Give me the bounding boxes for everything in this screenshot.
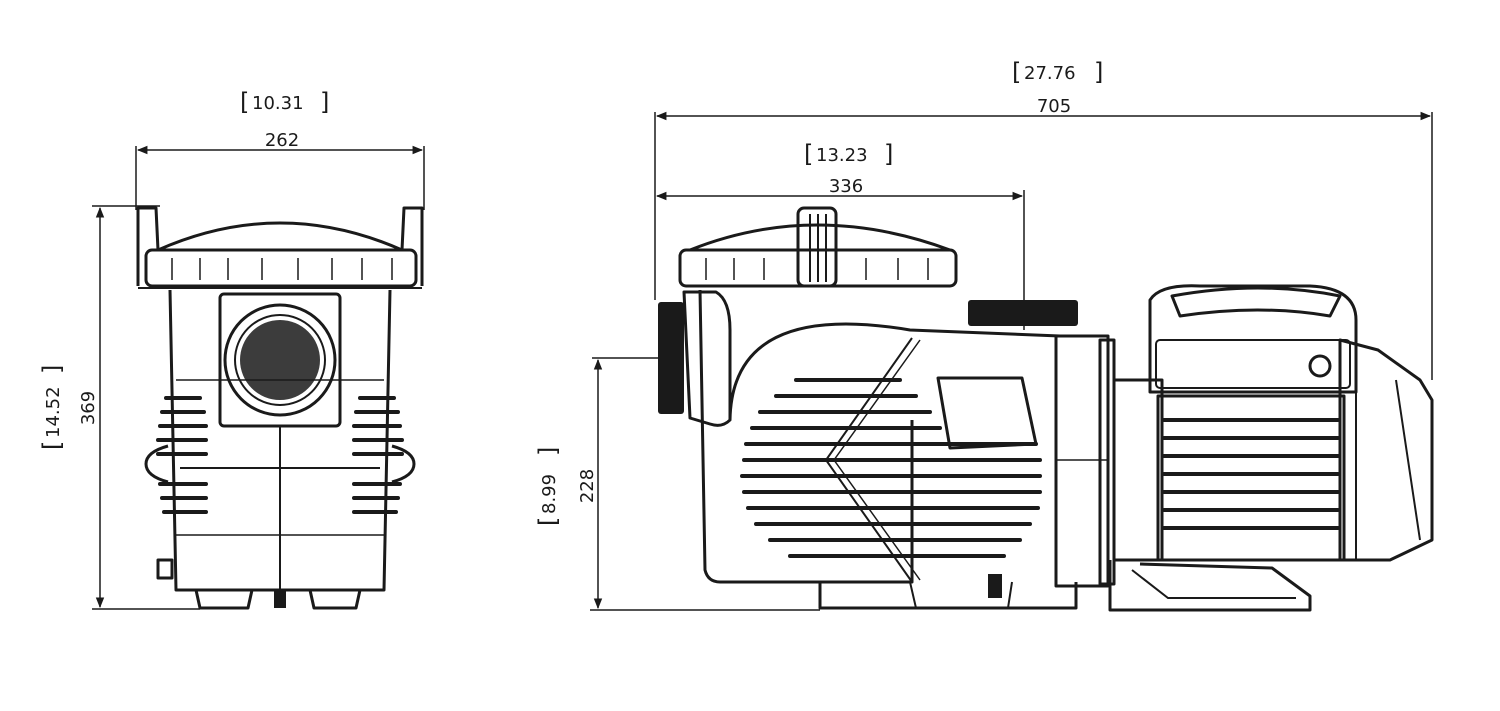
side-basket-length-in: 13.23	[816, 145, 868, 166]
side-overall-length-mm: 705	[1037, 96, 1071, 117]
side-overall-bracket-left: [	[1012, 58, 1021, 86]
front-view: 262 [ 10.31 ] 369 [ 14.52 ]	[38, 88, 425, 610]
front-height-bracket-left: [	[38, 441, 66, 450]
side-overall-bracket-right: ]	[1094, 58, 1103, 86]
side-inlet-height-mm: 228	[577, 469, 598, 503]
front-width-bracket-left: [	[240, 88, 249, 116]
side-inlet-height-dimension: 228 [ 8.99 ]	[534, 357, 820, 611]
front-height-dimension: 369 [ 14.52 ]	[38, 205, 200, 610]
front-width-dimension: 262 [ 10.31 ]	[135, 88, 425, 210]
front-height-in: 14.52	[43, 386, 64, 438]
side-overall-length-dimension: 705 [ 27.76 ]	[654, 58, 1433, 380]
front-width-mm: 262	[265, 130, 299, 151]
side-overall-length-in: 27.76	[1024, 63, 1076, 84]
front-height-bracket-right: ]	[38, 365, 66, 374]
side-pump-outline	[658, 206, 1434, 612]
side-basket-length-mm: 336	[829, 176, 863, 197]
side-view: 705 [ 27.76 ] 336 [ 13.23 ] 228 [ 8.99 ]	[534, 58, 1434, 612]
front-height-mm: 369	[78, 391, 99, 425]
side-basket-bracket-left: [	[804, 140, 813, 168]
front-pump-outline	[136, 206, 424, 610]
side-basket-length-dimension: 336 [ 13.23 ]	[655, 140, 1025, 330]
side-inlet-height-in: 8.99	[539, 474, 560, 514]
front-width-bracket-right: ]	[320, 88, 329, 116]
front-width-in: 10.31	[252, 93, 304, 114]
side-inlet-bracket-left: [	[534, 517, 562, 526]
side-inlet-bracket-right: ]	[534, 447, 562, 456]
side-basket-bracket-right: ]	[884, 140, 893, 168]
